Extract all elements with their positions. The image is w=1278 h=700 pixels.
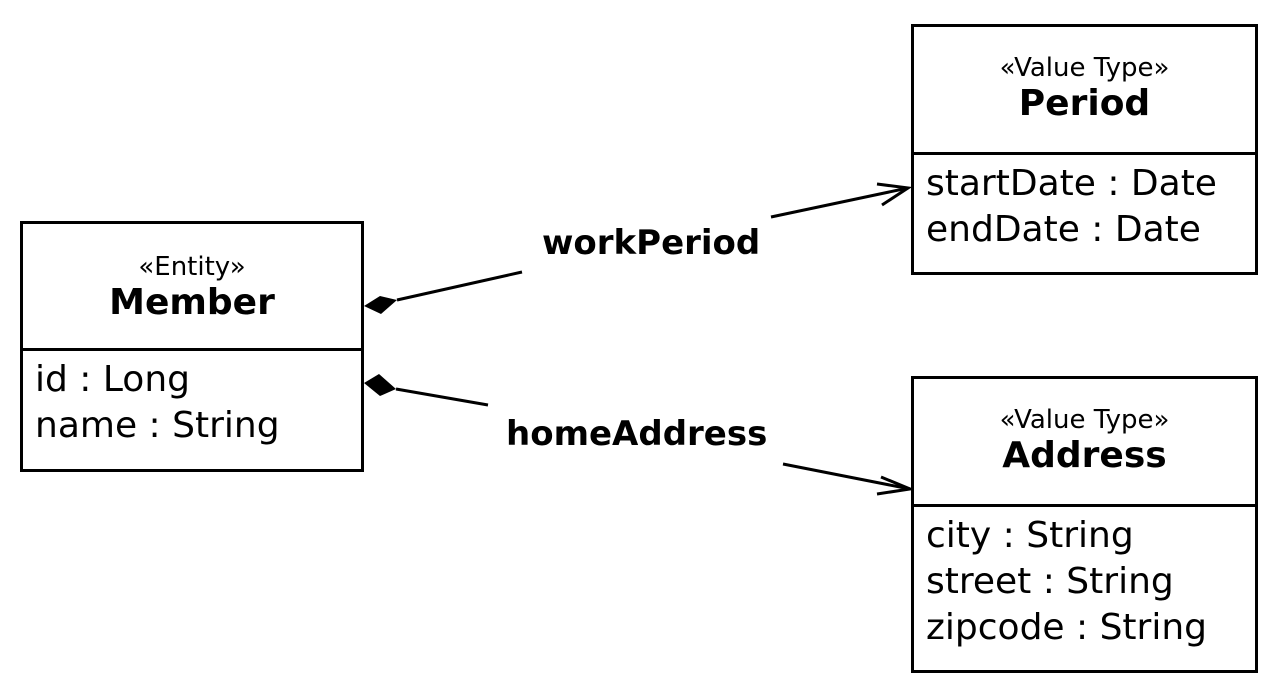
composition-diamond-icon [364, 296, 397, 314]
home-address-label: homeAddress [506, 414, 768, 454]
member-class-name: Member [109, 282, 275, 323]
period-class-name: Period [1018, 83, 1151, 124]
navigable-arrowhead-icon [876, 182, 913, 207]
member-class: «Entity» Member id : Long name : String [20, 221, 364, 472]
member-attribute-name: name : String [35, 405, 280, 446]
work-period-association [364, 182, 913, 314]
address-attribute-street: street : String [926, 561, 1174, 602]
address-attributes: city : String street : String zipcode : … [914, 507, 1255, 651]
address-class-name: Address [1002, 435, 1167, 476]
period-attributes: startDate : Date endDate : Date [914, 155, 1255, 253]
period-class: «Value Type» Period startDate : Date end… [911, 24, 1258, 275]
member-class-header: «Entity» Member [23, 224, 361, 351]
work-period-label: workPeriod [542, 223, 761, 263]
period-attribute-end-date: endDate : Date [926, 209, 1201, 250]
address-stereotype: «Value Type» [999, 405, 1170, 435]
address-attribute-city: city : String [926, 515, 1134, 556]
address-class-header: «Value Type» Address [914, 379, 1255, 507]
member-stereotype: «Entity» [138, 252, 246, 282]
period-attribute-start-date: startDate : Date [926, 163, 1217, 204]
address-attribute-zipcode: zipcode : String [926, 607, 1208, 648]
address-class: «Value Type» Address city : String stree… [911, 376, 1258, 673]
member-attributes: id : Long name : String [23, 351, 361, 449]
member-attribute-id: id : Long [35, 359, 190, 400]
period-class-header: «Value Type» Period [914, 27, 1255, 155]
composition-diamond-icon [364, 374, 396, 396]
period-stereotype: «Value Type» [999, 53, 1170, 83]
home-address-association [364, 374, 916, 496]
navigable-arrowhead-icon [876, 475, 916, 496]
